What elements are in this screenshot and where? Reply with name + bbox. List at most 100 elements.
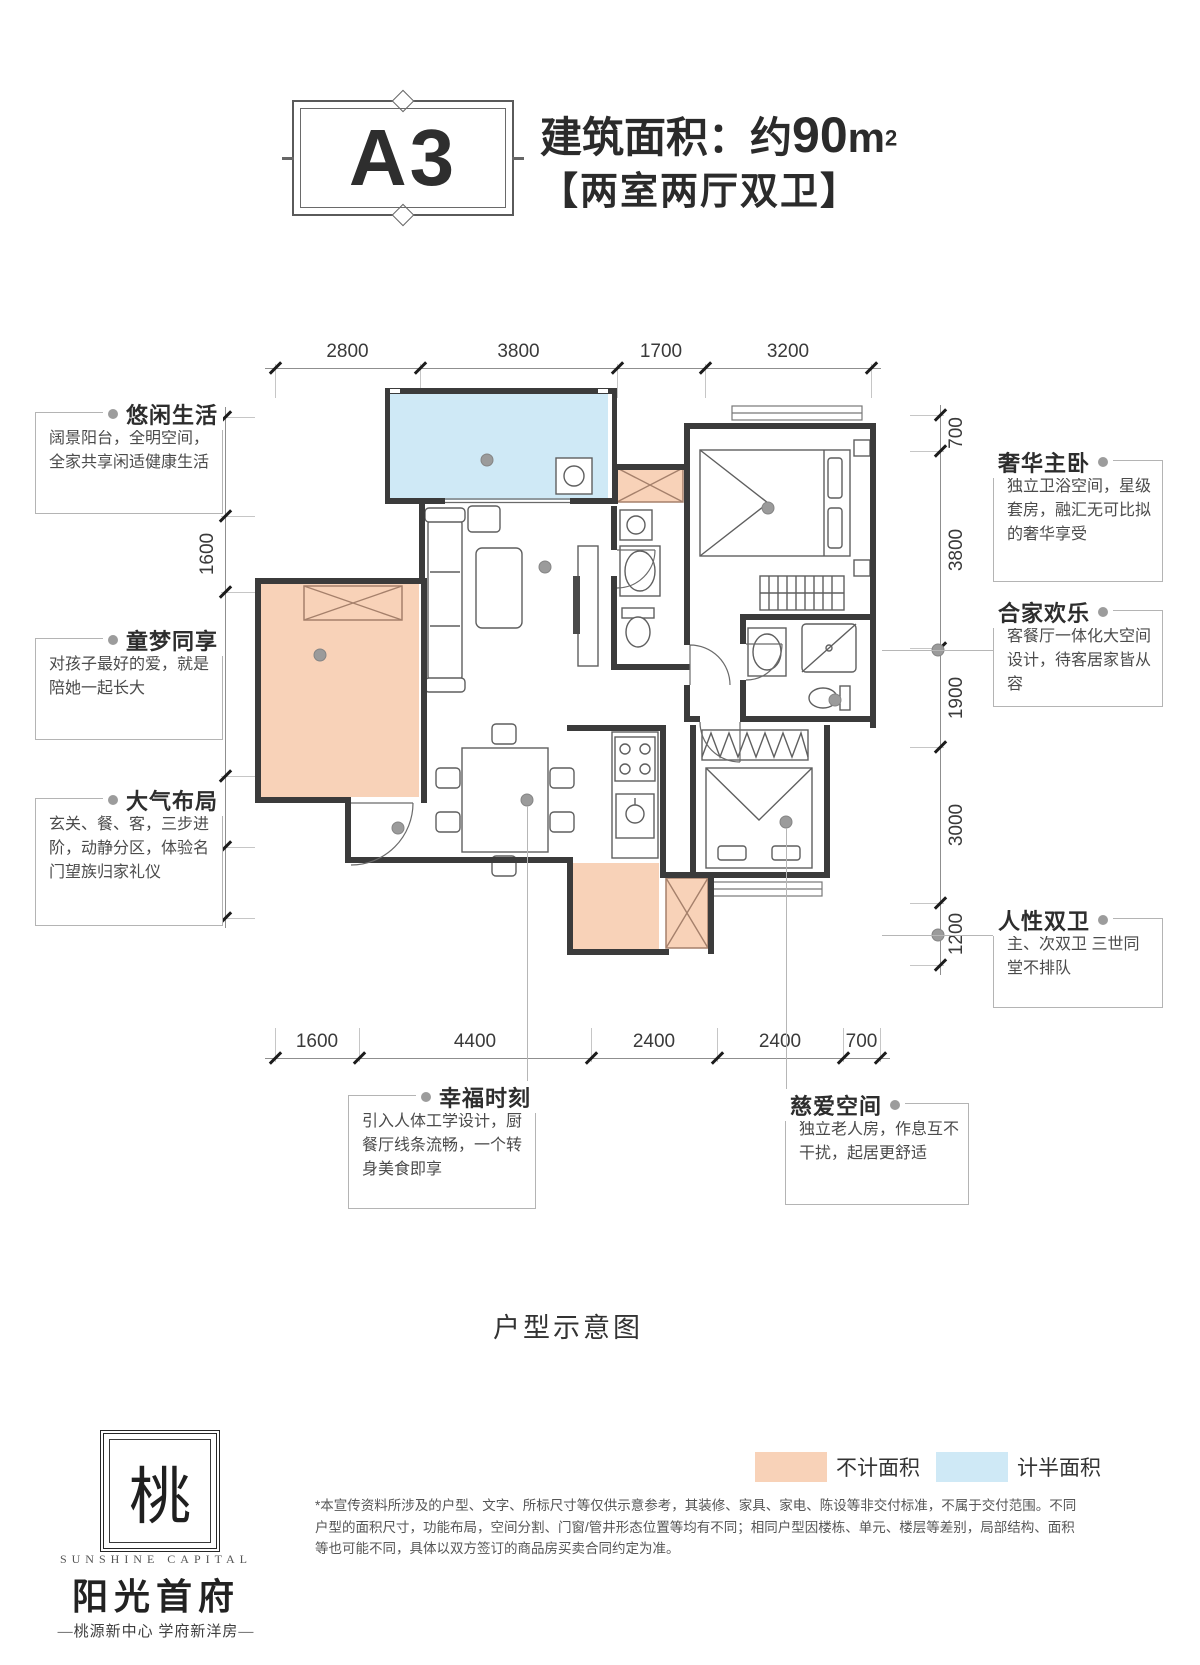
- leader-dot-icon: [1098, 915, 1109, 925]
- dim-extension: [221, 416, 255, 418]
- callout-master-body: 独立卫浴空间，星级套房，融汇无可比拟的奢华享受: [1007, 478, 1152, 543]
- legend-swatch-excluded: [755, 1452, 827, 1482]
- dim-label-bottom-1: 4400: [453, 1031, 497, 1052]
- callout-master-title: 奢华主卧: [998, 451, 1091, 476]
- callout-family: 合家欢乐 客餐厅一体化大空间设计，待客居家皆从容: [993, 596, 1163, 707]
- callout-family-body: 客餐厅一体化大空间设计，待客居家皆从容: [1007, 628, 1152, 693]
- dim-extension: [716, 1028, 718, 1062]
- callout-child-title: 童梦同享: [125, 629, 218, 654]
- second-wardrobe: [701, 729, 809, 761]
- sofa: [424, 507, 466, 693]
- tv-cabinet: [577, 545, 599, 667]
- callout-bath-title-row: 人性双卫: [993, 904, 1114, 936]
- leader-dot-icon: [107, 635, 118, 645]
- dim-line-right: [939, 405, 941, 975]
- legend-label: 计半面积: [1017, 1457, 1101, 1480]
- callout-leisure-title-row: 悠闲生活: [102, 398, 223, 430]
- dim-line-left: [224, 407, 226, 928]
- leader-dot-entry: [391, 821, 405, 835]
- dim-extension: [910, 902, 944, 904]
- callout-kitchen: 幸福时刻 引入人体工学设计，厨餐厅线条流畅，一个转身美食即享: [348, 1081, 536, 1209]
- tv: [573, 576, 580, 634]
- walls: [255, 388, 876, 955]
- dim-label-bottom-4: 700: [845, 1031, 878, 1052]
- callout-layout-body: 玄关、餐、客，三步进阶，动静分区，体验名门望族归家礼仪: [49, 816, 210, 881]
- floor-plan: [255, 388, 876, 955]
- master-door-arc: [689, 644, 731, 686]
- ensuite-door-arc: [745, 643, 783, 681]
- dim-extension: [221, 846, 255, 848]
- legend-swatch-half: [936, 1452, 1008, 1482]
- layout-type-label: 【两室两厅双卫】: [540, 171, 861, 213]
- callout-master-title-row: 奢华主卧: [993, 446, 1114, 478]
- leader-line-bath: [882, 935, 993, 936]
- badge-ornament-icon: [512, 156, 524, 160]
- leader-dot-icon: [107, 795, 118, 805]
- leader-dot-kids-room: [313, 648, 327, 662]
- dim-label-bottom-2: 2400: [632, 1031, 676, 1052]
- brand-seal: 桃: [100, 1430, 220, 1552]
- brand-slogan: —桃源新中心 学府新洋房—: [57, 1624, 255, 1640]
- dim-extension: [910, 746, 944, 748]
- dim-label-top-3: 3200: [766, 341, 810, 362]
- area-unit-sup: 2: [885, 125, 898, 151]
- callout-family-title-row: 合家欢乐: [993, 596, 1114, 628]
- dining-set: [435, 723, 575, 877]
- leader-dot-icon: [107, 409, 118, 419]
- callout-leisure-body: 阔景阳台，全明空间，全家共享闲适健康生活: [49, 430, 210, 471]
- dim-extension: [221, 515, 255, 517]
- dim-label-top-0: 2800: [326, 341, 369, 362]
- area-prefix: 建筑面积：约: [540, 114, 793, 161]
- dim-extension: [910, 450, 944, 452]
- master-bed: [699, 439, 871, 577]
- area-unit: m: [847, 114, 885, 161]
- callout-leisure: 悠闲生活 阔景阳台，全明空间，全家共享闲适健康生活: [35, 398, 223, 514]
- dim-extension: [704, 364, 706, 398]
- master-wardrobe: [759, 575, 845, 611]
- bedroom2-door-arc: [699, 721, 741, 763]
- brand-name-cn: 阳光首府: [71, 1577, 240, 1617]
- leader-dot-balcony: [480, 453, 494, 467]
- dim-line-bottom: [265, 1057, 890, 1059]
- callout-child: 童梦同享 对孩子最好的爱，就是陪她一起长大: [35, 624, 223, 740]
- kitchen-counter: [611, 731, 659, 859]
- ensuite-fixtures: [747, 623, 857, 711]
- callout-elder-body: 独立老人房，作息互不干扰，起居更舒适: [799, 1121, 960, 1162]
- washing-machine: [555, 457, 593, 495]
- brand-name-en: SUNSHINE CAPITAL: [59, 1552, 253, 1566]
- leader-dot-bedroom2: [779, 815, 793, 829]
- leader-dot-master: [761, 501, 775, 515]
- dim-extension: [870, 364, 872, 398]
- doors: [350, 498, 783, 866]
- callout-bath-body: 主、次双卫 三世同堂不排队: [1007, 936, 1140, 977]
- leader-line-kitchen: [527, 806, 528, 1095]
- dim-label-left-1: 1600: [197, 532, 218, 576]
- dim-extension: [419, 364, 421, 398]
- dim-extension: [221, 591, 255, 593]
- callout-bath-title: 人性双卫: [998, 909, 1091, 934]
- leader-dot-icon: [420, 1092, 431, 1102]
- armchair: [467, 505, 501, 533]
- dim-extension: [910, 647, 944, 649]
- leader-dot-icon: [1098, 607, 1109, 617]
- legend-item: 不计面积: [755, 1452, 920, 1482]
- kitchen-balcony-area: [571, 863, 659, 949]
- leader-line-elder: [786, 828, 787, 1103]
- callout-elder-title: 慈爱空间: [790, 1094, 883, 1119]
- dim-extension: [842, 1028, 844, 1062]
- plan-caption: 户型示意图: [493, 1313, 643, 1343]
- leader-dot-icon: [1098, 457, 1109, 467]
- callout-kitchen-title-row: 幸福时刻: [415, 1081, 536, 1113]
- callout-kitchen-title: 幸福时刻: [438, 1086, 531, 1111]
- leader-dot-icon: [890, 1100, 901, 1110]
- leader-line-family: [882, 650, 993, 651]
- unit-badge: A3: [282, 89, 524, 227]
- legend-label: 不计面积: [836, 1457, 920, 1480]
- leader-dot-ensuite: [828, 693, 842, 707]
- area-label: 建筑面积：约90m2: [540, 104, 897, 165]
- callout-family-title: 合家欢乐: [998, 601, 1091, 626]
- callout-master: 奢华主卧 独立卫浴空间，星级套房，融汇无可比拟的奢华享受: [993, 446, 1163, 582]
- entry-door-arc: [350, 802, 414, 866]
- furniture: [424, 439, 871, 877]
- callout-child-body: 对孩子最好的爱，就是陪她一起长大: [49, 656, 210, 697]
